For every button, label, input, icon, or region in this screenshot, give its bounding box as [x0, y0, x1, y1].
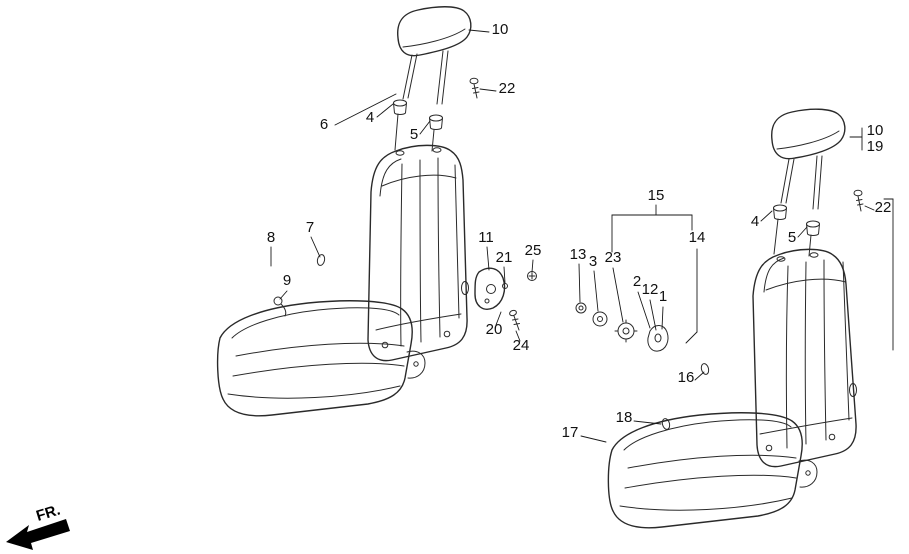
callout-right-back-clip: 16: [678, 369, 695, 386]
leader-line: [637, 291, 651, 329]
callout-hardware-group: 15: [648, 187, 665, 204]
right-seat: [607, 108, 864, 529]
callout-right-guide-rear: 5: [788, 229, 796, 246]
right-headrest: [771, 108, 846, 257]
leader-line: [580, 435, 607, 443]
callout-hardware-spring: 12: [642, 281, 659, 298]
leader-line: [479, 88, 497, 92]
callout-left-screw: 24: [513, 337, 530, 354]
left-headrest-screw-part: [469, 77, 480, 99]
callout-left-hook: 9: [283, 272, 291, 289]
front-direction-label: FR.: [34, 502, 62, 525]
leader-line: [578, 263, 581, 303]
callout-hardware-lever: 2: [633, 273, 641, 290]
callout-left-bolt: 25: [525, 242, 542, 259]
leader-line: [685, 331, 698, 344]
right-cushion-clip-part: [661, 418, 671, 430]
leader-line: [515, 330, 521, 342]
leader-line: [649, 299, 657, 331]
left-recline-cover: [474, 267, 537, 331]
callout-labels: 10 22 6 4 5 8 7 9 11 21 25 20 24 15 13 3…: [267, 21, 892, 441]
leader-line: [694, 371, 705, 381]
left-knob-part: [484, 298, 490, 304]
callout-hardware-cap: 1: [659, 288, 667, 305]
leader-line: [864, 205, 875, 211]
left-cushion-flap: [406, 350, 426, 379]
left-headrest: [394, 6, 472, 152]
callout-hardware-bracket: 14: [689, 229, 706, 246]
callout-left-recline-cover: 11: [478, 229, 494, 246]
right-back-clip-part: [700, 363, 710, 375]
left-hook-part: [273, 296, 287, 317]
hardware-gear-part: [614, 319, 638, 343]
leader-line: [633, 420, 662, 425]
leader-line: [661, 306, 664, 330]
callout-right-headrest: 10: [867, 122, 884, 139]
leader-line: [468, 29, 490, 33]
left-bolt-part: [527, 271, 537, 281]
leader-line: [279, 290, 288, 300]
callout-left-guide-group: 6: [320, 116, 328, 133]
leader-line: [376, 103, 394, 118]
front-direction: FR.: [6, 502, 70, 550]
leader-line: [531, 259, 534, 273]
left-seat-back: [316, 144, 469, 362]
leader-line: [334, 93, 397, 126]
callout-left-headrest-screw: 22: [499, 80, 516, 97]
hardware-parts: [575, 302, 669, 352]
leader-line: [797, 226, 808, 238]
leader-line: [419, 120, 431, 135]
left-seat: [216, 6, 537, 417]
right-cushion-flap: [798, 459, 818, 488]
callout-hardware-knob: 3: [589, 253, 597, 270]
callout-left-guide-rear: 5: [410, 126, 418, 143]
left-pin-part: [502, 283, 508, 289]
leader-line: [486, 246, 490, 271]
front-arrow-icon: [6, 519, 70, 550]
left-seat-cushion: [216, 296, 426, 417]
left-back-clip-part: [316, 254, 326, 266]
callout-left-back-trim: 8: [267, 229, 275, 246]
leader-line: [612, 267, 624, 323]
callout-hardware-gear: 23: [605, 249, 622, 266]
callout-right-cushion: 17: [562, 424, 579, 441]
callout-left-pin: 21: [496, 249, 513, 266]
hardware-knob-part: [592, 311, 608, 327]
right-seat-cushion: [607, 412, 818, 529]
left-screw-part: [509, 309, 520, 331]
leader-line: [503, 266, 506, 284]
callout-left-back-clip: 7: [306, 219, 314, 236]
hardware-washer-part: [575, 302, 587, 314]
leader-line: [495, 311, 502, 326]
leader-line: [760, 210, 773, 222]
callout-hardware-washer: 13: [570, 246, 587, 263]
callout-right-headrest-screw: 22: [875, 199, 892, 216]
right-seat-back: [700, 248, 857, 468]
hardware-lever-part: [647, 325, 669, 352]
callout-right-guide-front: 4: [751, 213, 759, 230]
leader-line: [310, 236, 321, 258]
leader-line: [593, 270, 599, 312]
callout-left-knob: 20: [486, 321, 503, 338]
callout-left-guide-front: 4: [366, 109, 374, 126]
leader-lines: [270, 29, 894, 443]
right-headrest-guides: [773, 204, 820, 236]
callout-right-headrest-alt: 19: [867, 138, 884, 155]
callout-right-cushion-clip: 18: [616, 409, 633, 426]
left-headrest-guides: [393, 99, 443, 130]
callout-left-headrest: 10: [492, 21, 509, 38]
right-headrest-screw-part: [853, 189, 864, 212]
